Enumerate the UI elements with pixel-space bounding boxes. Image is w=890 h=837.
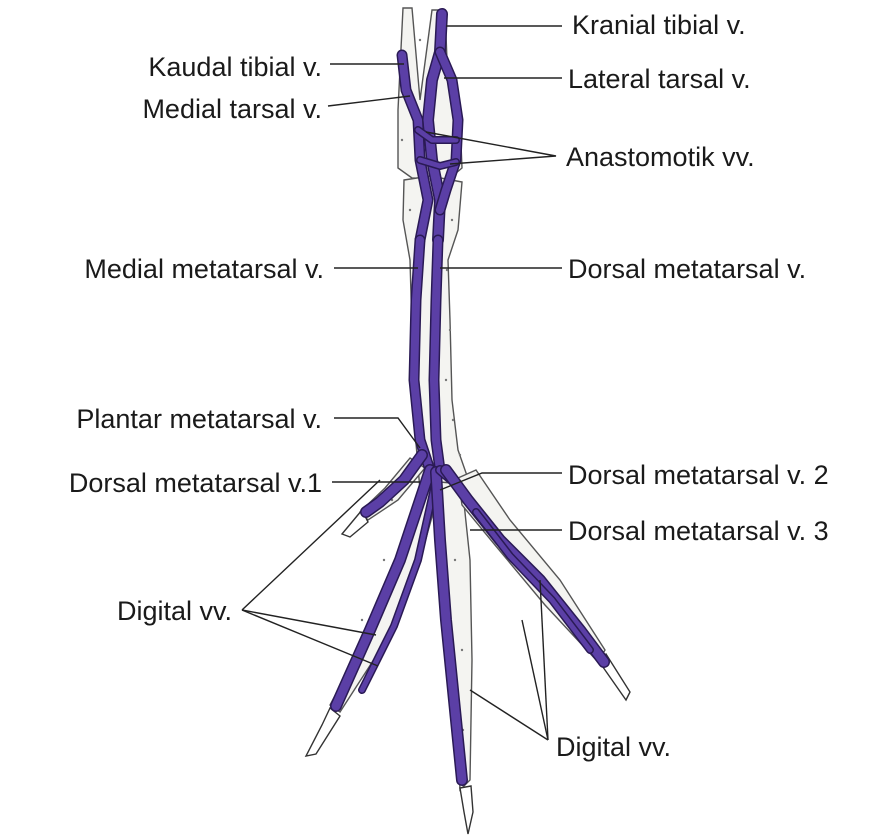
leader-digital-left-3 bbox=[242, 610, 378, 666]
label-anastomotik: Anastomotik vv. bbox=[566, 142, 755, 172]
leader-digital-right-1 bbox=[522, 620, 548, 740]
leader-digital-right-2 bbox=[470, 690, 548, 740]
leader-plantar-metatarsal bbox=[334, 418, 420, 448]
label-dorsal-metatarsal-1: Dorsal metatarsal v.1 bbox=[69, 468, 322, 498]
label-lateral-tarsal: Lateral tarsal v. bbox=[568, 64, 751, 94]
label-digital-right: Digital vv. bbox=[556, 732, 671, 762]
claw-digit-2 bbox=[306, 708, 340, 756]
label-plantar-metatarsal: Plantar metatarsal v. bbox=[76, 404, 322, 434]
leader-digital-left-2 bbox=[242, 610, 376, 635]
label-dorsal-metatarsal-3: Dorsal metatarsal v. 3 bbox=[568, 516, 829, 546]
label-dorsal-metatarsal-2: Dorsal metatarsal v. 2 bbox=[568, 460, 829, 490]
label-dorsal-metatarsal: Dorsal metatarsal v. bbox=[568, 254, 806, 284]
leader-digital-left-1 bbox=[242, 480, 380, 610]
label-digital-left: Digital vv. bbox=[117, 596, 232, 626]
label-medial-tarsal: Medial tarsal v. bbox=[142, 94, 322, 124]
label-medial-metatarsal: Medial metatarsal v. bbox=[84, 254, 324, 284]
label-kaudal-tibial: Kaudal tibial v. bbox=[148, 52, 322, 82]
claw-digit-3 bbox=[460, 786, 473, 834]
label-kranial-tibial: Kranial tibial v. bbox=[572, 10, 746, 40]
